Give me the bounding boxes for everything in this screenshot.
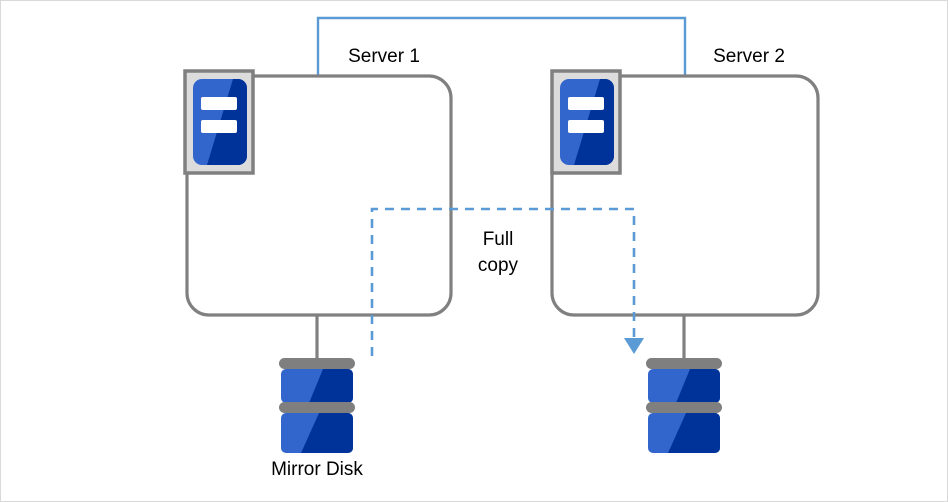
disk1-block-upper-shade: [309, 369, 353, 403]
connector-full-copy: [370, 207, 644, 356]
full-copy-label: Full copy: [453, 227, 543, 279]
full-copy-arrowhead: [624, 338, 644, 354]
server-icon: [550, 69, 622, 175]
disk2-plate-top: [646, 358, 722, 369]
mirror-disk-label: Mirror Disk: [271, 459, 363, 480]
server-icon-bar-bottom: [568, 120, 604, 133]
full-copy-label-line2: copy: [477, 255, 519, 276]
server-icon-bar-bottom: [201, 120, 237, 133]
disk1-plate-mid: [279, 402, 355, 413]
disk1-plate-top: [279, 358, 355, 369]
full-copy-line: [370, 207, 636, 356]
connector-heartbeat: [316, 16, 687, 76]
server-icon-bar-top: [201, 97, 237, 110]
disk1-block-lower-shade: [301, 413, 353, 453]
disk-stack-icon: [646, 358, 722, 453]
server2-label: Server 2: [713, 46, 785, 67]
server-icon-bar-top: [568, 97, 604, 110]
disk2-block-upper-shade: [676, 369, 720, 403]
disk2-block-lower-shade: [668, 413, 720, 453]
disk2-plate-mid: [646, 402, 722, 413]
disk-stack-icon: [279, 358, 355, 453]
full-copy-label-line1: Full: [482, 229, 514, 250]
server-icon: [183, 69, 255, 175]
server1-label: Server 1: [348, 46, 420, 67]
heartbeat-line: [316, 16, 687, 76]
